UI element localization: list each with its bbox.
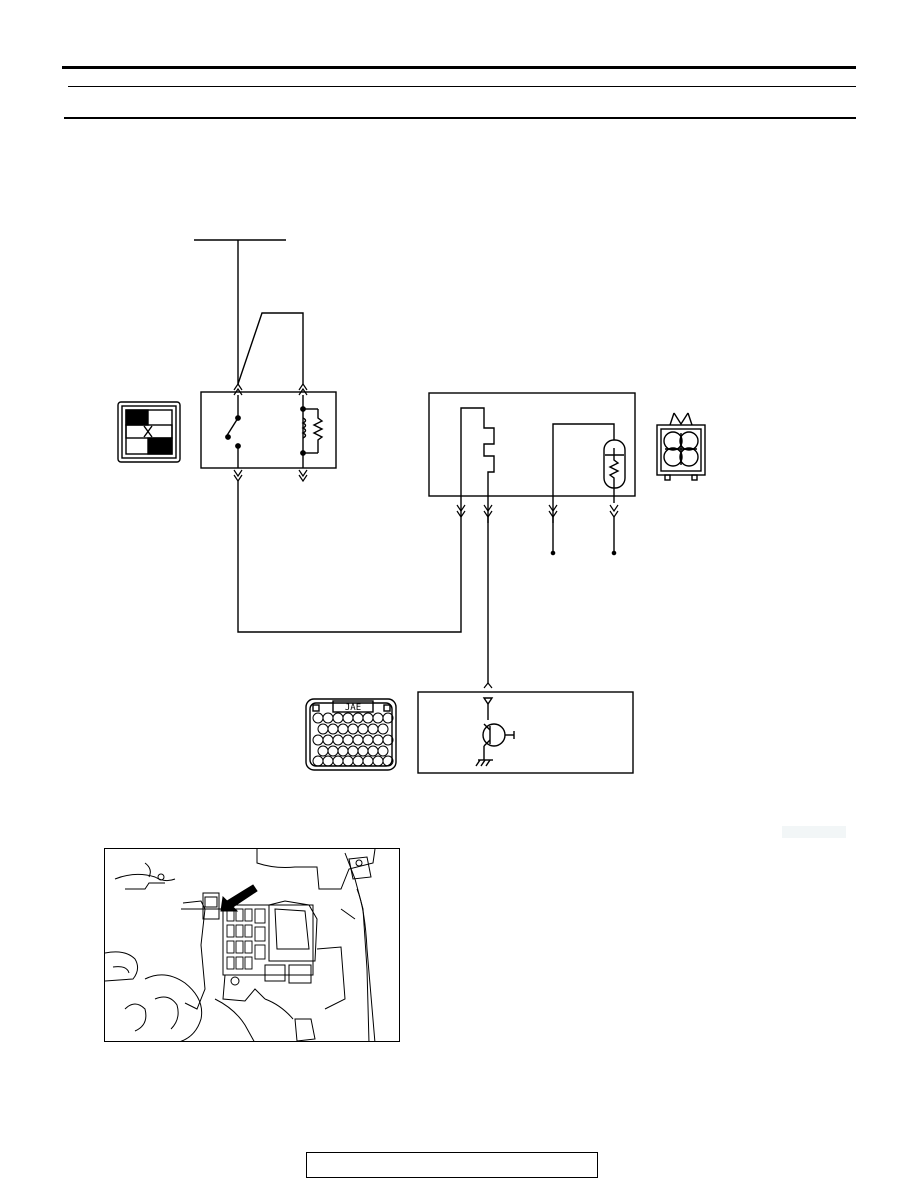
header-rule-top [62,66,856,69]
ecu-transistor-icon [475,697,515,767]
engine-bay-photo [104,848,400,1042]
relay-coil-feed-wire [237,312,304,385]
ecu-box [417,691,634,774]
page-footer-box [306,1152,598,1178]
sensor-signal-wire [552,423,615,523]
sensor-element-icon [603,439,626,503]
relay-output-wire [237,481,462,633]
header-rule-middle [68,86,856,87]
arrow-pointing-down-left-icon [220,884,258,912]
ecu-connector-icon [305,698,397,771]
sensor-box [428,392,636,497]
relay-switch-contact [225,395,241,468]
sensor-terminal-arrows [456,504,619,519]
relay-box [200,391,337,469]
faint-label-tag [782,826,846,838]
header-rule-bottom [64,117,856,119]
relay-terminal-arrows [233,382,308,483]
relay-connector-icon [117,401,181,463]
sensor-connector-icon [656,412,706,481]
relay-coil-and-resistor [300,395,324,468]
jae-connector-label: JAE [345,703,361,713]
sensor-heater-element [460,407,495,523]
